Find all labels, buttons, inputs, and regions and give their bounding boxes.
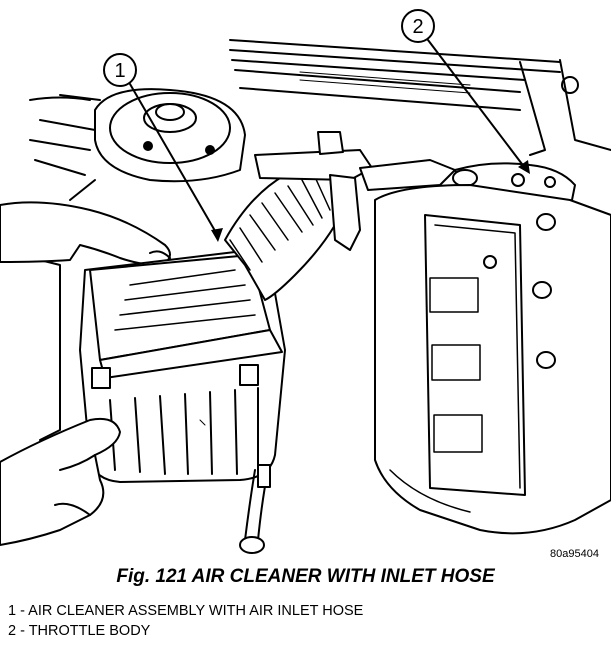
- coil-pack-2: [431, 344, 481, 381]
- strut-tower: [39, 88, 246, 201]
- coil-pack-1: [429, 277, 479, 313]
- cowl-panel: [229, 39, 611, 156]
- callout-1: 1: [103, 53, 223, 242]
- callout-2-number: 2: [412, 16, 423, 38]
- upper-hand: [0, 201, 171, 266]
- callout-2: 2: [401, 9, 530, 174]
- engine-bay-drawing: 1 2: [0, 9, 611, 554]
- lower-hand: [0, 417, 121, 546]
- figure-caption: Fig. 121 AIR CLEANER WITH INLET HOSE: [116, 566, 495, 587]
- legend-item: 1 - AIR CLEANER ASSEMBLY WITH AIR INLET …: [8, 603, 364, 619]
- air-cleaner-housing: [79, 250, 286, 483]
- lower-hose: [239, 464, 271, 554]
- technical-illustration: 1 2: [0, 9, 611, 554]
- callout-1-number: 1: [114, 60, 125, 82]
- figure-legend: 1 - AIR CLEANER ASSEMBLY WITH AIR INLET …: [8, 601, 363, 641]
- figure-reference-code: 80a95404: [550, 548, 599, 560]
- legend-item: 2 - THROTTLE BODY: [8, 623, 151, 639]
- fender-edge: [29, 96, 91, 441]
- air-inlet-hose: [224, 169, 336, 301]
- coil-pack-3: [433, 414, 483, 453]
- duct-bracket: [254, 131, 456, 251]
- intake-manifold: [374, 184, 611, 535]
